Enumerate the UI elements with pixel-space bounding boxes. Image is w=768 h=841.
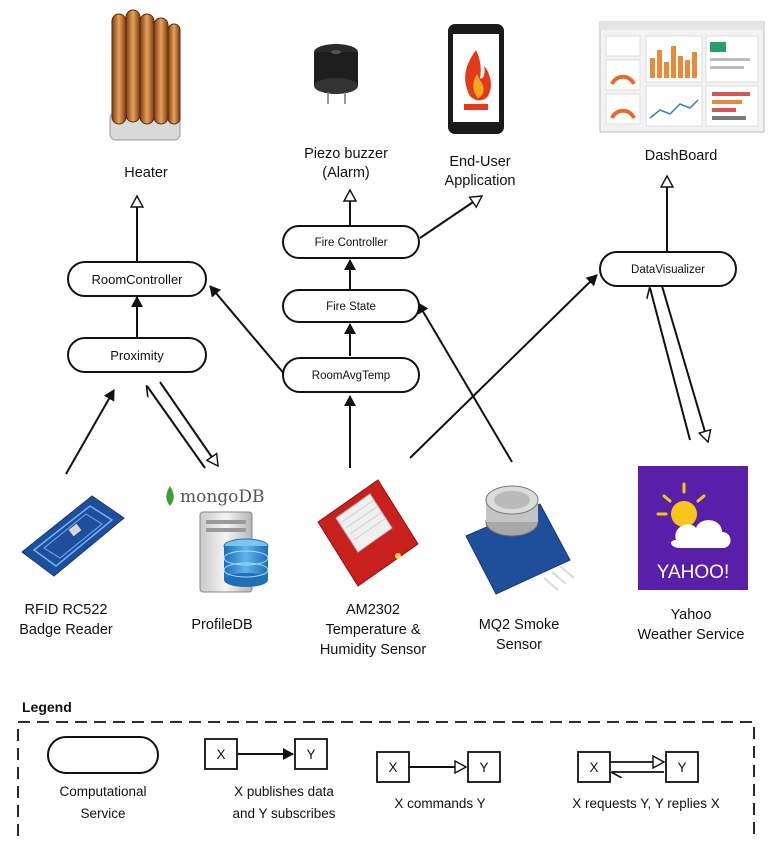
edge-firecontroller-enduser (419, 195, 482, 239)
edge-yahoo-datavisualizer-reply (661, 285, 708, 442)
rfid-label-line2: Badge Reader (19, 622, 113, 638)
am2302-sensor-icon (317, 479, 419, 587)
mq2-label-line2: Sensor (496, 637, 542, 653)
service-roomavgtemp: RoomAvgTemp (282, 357, 420, 393)
svg-text:RoomController: RoomController (91, 272, 183, 287)
service-proximity: Proximity (67, 337, 207, 373)
svg-text:X publishes data: X publishes data (234, 784, 334, 799)
legend-title: Legend (22, 699, 72, 715)
piezo-buzzer-icon (314, 44, 358, 104)
service-roomcontroller: RoomController (67, 261, 207, 297)
svg-text:mongoDB: mongoDB (180, 487, 265, 507)
piezo-label-line2: (Alarm) (322, 165, 370, 181)
mongodb-logo: mongoDB (166, 486, 265, 507)
edge-proximity-profiledb-request (147, 386, 206, 469)
svg-text:Fire Controller: Fire Controller (315, 237, 388, 249)
edge-profiledb-proximity-reply (159, 381, 218, 466)
edge-datavisualizer-yahoo-request (650, 288, 691, 441)
legend-publishes: X Y X publishes data and Y subscribes (204, 738, 336, 821)
enduser-label-line2: Application (445, 173, 516, 189)
svg-text:Y: Y (306, 747, 315, 762)
svg-text:Proximity: Proximity (110, 348, 164, 363)
svg-text:X commands Y: X commands Y (394, 796, 485, 811)
end-user-app-phone-icon (448, 24, 504, 134)
edge-roomavgtemp-roomcontroller (209, 285, 287, 377)
svg-text:Fire State: Fire State (326, 301, 376, 313)
piezo-label-line1: Piezo buzzer (304, 146, 388, 162)
legend: Legend Computational Service X Y X publi… (17, 699, 755, 836)
legend-requests-replies: X Y X requests Y, Y replies X (572, 751, 720, 811)
heater-icon (109, 9, 181, 141)
yahoo-label-line2: Weather Service (638, 627, 745, 643)
svg-text:DataVisualizer: DataVisualizer (631, 264, 705, 276)
am2302-label-line3: Humidity Sensor (320, 642, 427, 658)
enduser-label-line1: End-User (449, 154, 510, 170)
svg-text:Y: Y (479, 760, 488, 775)
service-firecontroller: Fire Controller (282, 225, 420, 259)
heater-label: Heater (124, 165, 168, 181)
svg-text:and Y subscribes: and Y subscribes (232, 806, 335, 821)
dashboard-label: DashBoard (645, 148, 718, 164)
database-server-icon (199, 511, 269, 593)
yahoo-label-line1: Yahoo (671, 607, 712, 623)
service-firestate: Fire State (282, 289, 420, 323)
am2302-label-line1: AM2302 (346, 602, 400, 618)
mq2-label-line1: MQ2 Smoke (479, 617, 560, 633)
legend-computational-service: Computational Service (47, 736, 159, 821)
yahoo-weather-logo: YAHOO! (638, 466, 748, 590)
service-datavisualizer: DataVisualizer (599, 251, 737, 287)
svg-text:Y: Y (677, 760, 686, 775)
profiledb-label: ProfileDB (191, 617, 252, 633)
mq2-smoke-sensor-icon (465, 485, 575, 595)
edge-am2302-datavisualizer (409, 274, 598, 459)
am2302-label-line2: Temperature & (325, 622, 420, 638)
edge-mq2-firestate (417, 302, 513, 463)
svg-text:X: X (216, 747, 225, 762)
connections (65, 176, 708, 475)
svg-text:YAHOO!: YAHOO! (657, 562, 730, 583)
svg-text:RoomAvgTemp: RoomAvgTemp (312, 370, 390, 382)
edge-rfid-proximity (65, 389, 115, 475)
rfid-label-line1: RFID RC522 (25, 602, 108, 618)
svg-text:Service: Service (80, 806, 125, 821)
svg-text:X requests Y, Y replies X: X requests Y, Y replies X (572, 796, 720, 811)
svg-text:Computational: Computational (59, 784, 146, 799)
svg-text:X: X (589, 760, 598, 775)
rfid-reader-icon (21, 495, 125, 577)
svg-text:X: X (388, 760, 397, 775)
legend-border (17, 721, 755, 836)
dashboard-screenshot-icon (599, 21, 765, 133)
legend-commands: X Y X commands Y (376, 751, 501, 811)
